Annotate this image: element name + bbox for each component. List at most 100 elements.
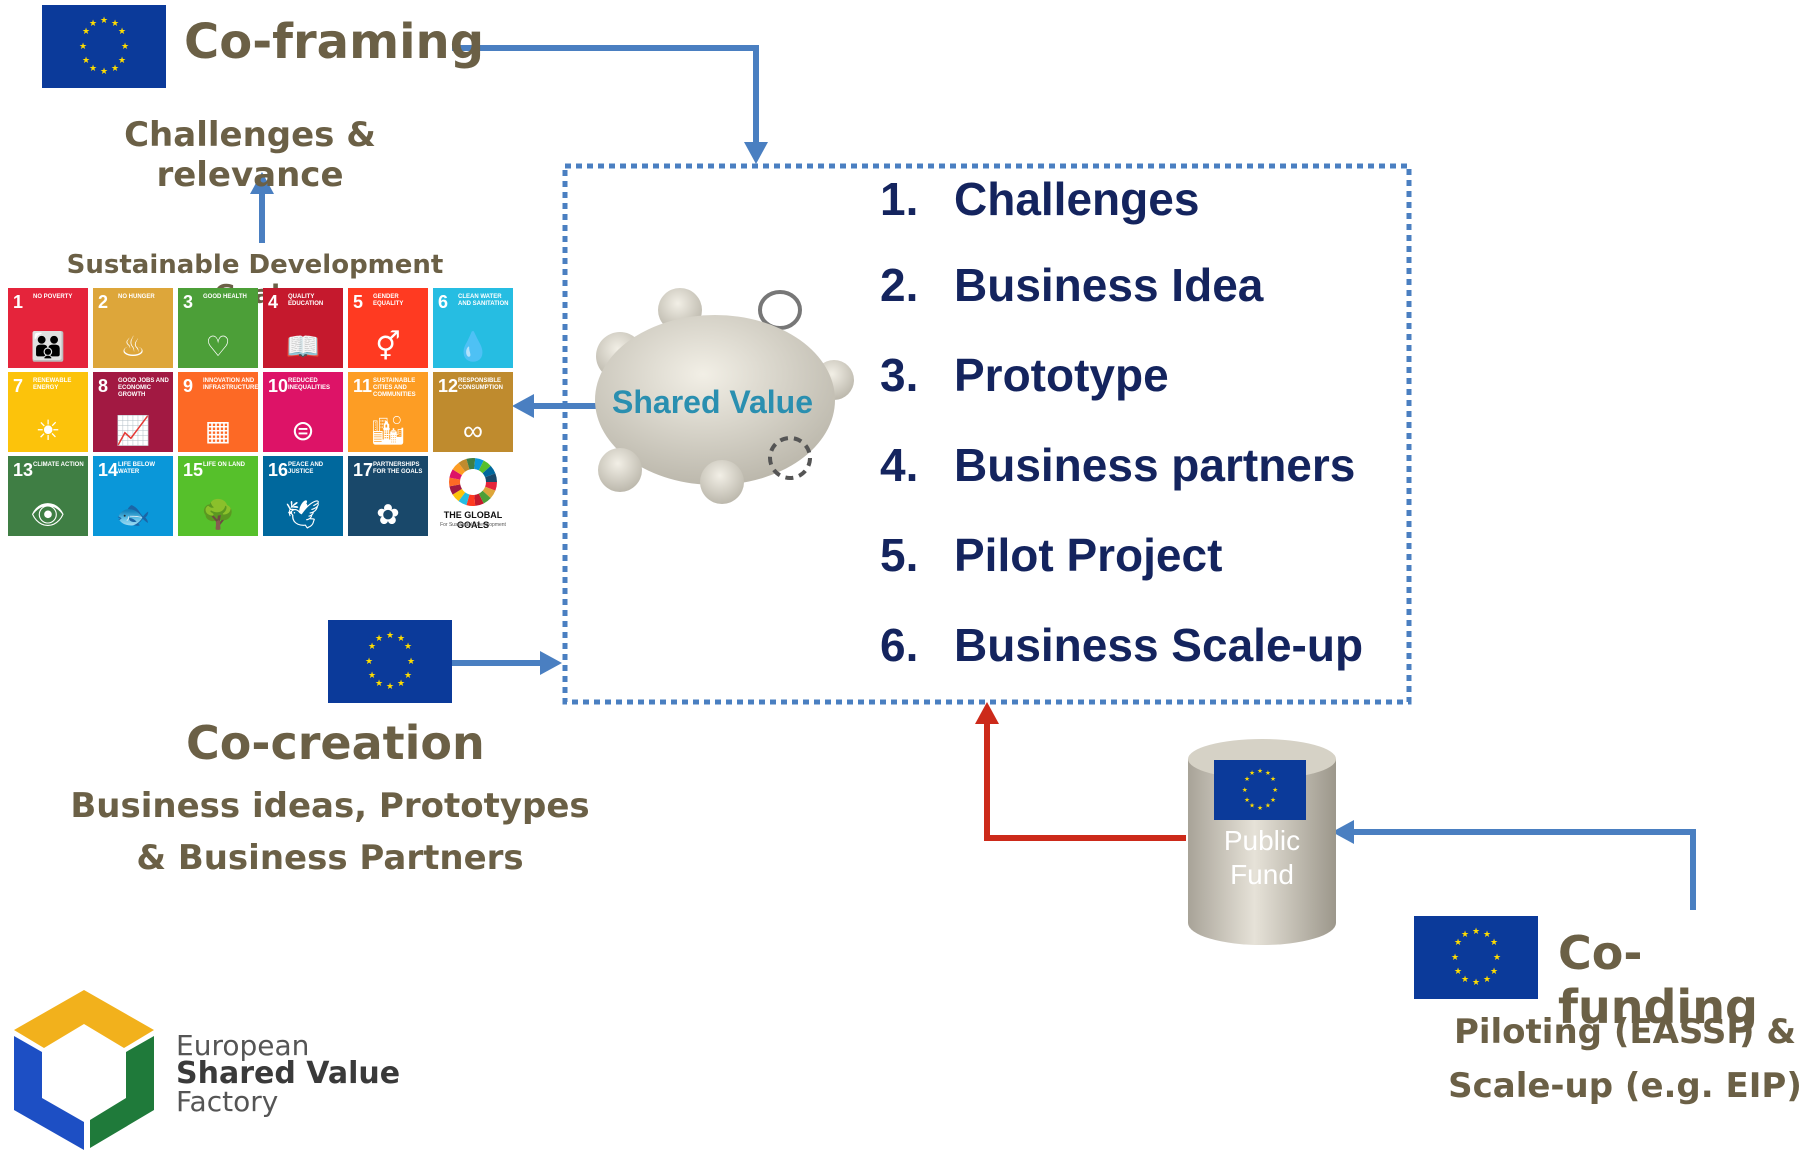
cofunding-subtitle-line2: Scale-up (e.g. EIP) [1448,1066,1802,1106]
sdg-number: 6 [438,292,449,312]
sdg-tile: 16Peace and justice🕊 [263,456,343,536]
sdg-number: 1 [13,292,24,312]
water-drop-icon: 💧 [455,331,491,362]
svg-text:★: ★ [1490,967,1498,977]
svg-text:★: ★ [118,56,126,66]
svg-text:★: ★ [89,64,97,74]
public-fund-line1: Public [1223,825,1301,856]
eu-flag-icon: ★★★★ ★★★★ ★★★★ [1214,760,1306,820]
svg-text:★: ★ [100,67,108,77]
sdg-tile: 4 Quality education 📖 [263,288,343,368]
sdg-name: Good health [203,294,247,300]
sdg-number: 14 [98,460,119,480]
svg-text:★: ★ [118,27,126,37]
family-icon: 👪 [30,331,66,362]
step-1: 1.Challenges [880,173,1200,225]
svg-text:★: ★ [1454,938,1462,948]
sdg-name: Innovation and infrastructure [203,378,258,391]
svg-text:★: ★ [386,631,394,641]
sdg-name: No poverty [33,294,73,300]
sdg-wheel-icon [449,458,497,506]
sdg-tile: 8Good jobs and economic growth📈 [93,372,173,452]
svg-text:★: ★ [100,16,108,26]
sdg-name: Gender equality [373,294,404,307]
svg-text:★: ★ [1472,978,1480,988]
sdg-number: 7 [13,376,24,396]
infinity-icon: ∞ [463,415,483,446]
sdg-name: Responsible consumption [458,378,503,391]
cocreation-subtitle-line2: & Business Partners [136,838,524,878]
cubes-icon: ▦ [204,415,232,446]
sdg-name: Life below water [118,462,155,475]
sdg-number: 15 [183,460,204,480]
svg-text:★: ★ [1454,967,1462,977]
sdg-tile: 13Climate action 👁 [8,456,88,536]
sdg-tile: 12Responsible consumption∞ [433,372,513,452]
svg-text:★: ★ [1270,775,1276,783]
svg-text:★: ★ [365,657,373,667]
dove-icon: 🕊 [285,499,321,530]
gender-icon: ⚥ [375,331,401,362]
book-icon: 📖 [285,331,321,362]
city-icon: 🏙 [370,415,406,446]
sdg-tile: 9 Innovation and infrastructure ▦ [178,372,258,452]
sdg-tile: 14Life below water 🐟 [93,456,173,536]
eye-icon: 👁 [30,499,66,530]
svg-text:★: ★ [1472,927,1480,937]
svg-text:★: ★ [89,19,97,29]
process-box [562,163,1412,705]
sdg-name: No hunger [118,294,155,300]
sdg-tile: 3Good health♡ [178,288,258,368]
sdg-name: Quality education [288,294,324,307]
svg-text:★: ★ [82,56,90,66]
svg-text:★: ★ [1451,953,1459,963]
sdg-name: Climate action [33,462,84,468]
svg-text:★: ★ [1483,975,1491,985]
sdg-number: 11 [353,376,373,396]
step-4: 4.Business partners [880,439,1356,491]
growth-chart-icon: 📈 [115,415,151,446]
flower-icon: ✿ [376,499,400,530]
sdg-number: 4 [268,292,279,312]
sdg-tile: 1 No poverty 👪 [8,288,88,368]
sdg-name: Partnerships for the goals [373,462,423,475]
step-2: 2.Business Idea [880,259,1264,311]
global-goals-label: THE GLOBAL GOALS [443,510,503,530]
sdg-number: 9 [183,376,194,396]
shared-value-blob [595,288,854,504]
arrow-head-challenges [250,172,274,194]
sdg-number: 10 [268,376,289,396]
sdg-name: Life on land [203,462,245,468]
svg-text:★: ★ [1461,975,1469,985]
sdg-name: Peace and justice [288,462,324,475]
step-6: 6.Business Scale-up [880,619,1364,671]
svg-text:★: ★ [1483,930,1491,940]
sdg-name: Sustainable cities and communities [373,378,416,398]
global-goals-sublabel: For Sustainable Development [440,522,506,528]
sdg-number: 13 [13,460,34,480]
sdg-tile: 2No hunger♨ [93,288,173,368]
arrow-head-cofunding [1332,820,1354,844]
arrow-head-coframing [744,142,768,164]
arrow-publicfund-to-box [984,720,1186,841]
svg-text:★: ★ [82,27,90,37]
sdg-number: 17 [353,460,374,480]
sdg-tile: 11Sustainable cities and communities 🏙 [348,372,428,452]
svg-text:★: ★ [1257,804,1263,812]
svg-text:★: ★ [386,682,394,692]
svg-text:★: ★ [368,671,376,681]
svg-text:★: ★ [1265,802,1271,810]
fish-icon: 🐟 [115,499,151,530]
sdg-number: 2 [98,292,109,312]
public-fund-line2: Fund [1230,859,1294,890]
sdg-name: Reduced inequalities [288,378,331,391]
svg-text:★: ★ [375,634,383,644]
svg-text:★: ★ [79,42,87,52]
step-3: 3.Prototype [880,349,1169,401]
cocreation-subtitle-line1: Business ideas, Prototypes [70,786,590,826]
coframing-subtitle: Challenges & relevance [124,115,376,195]
esvf-logo-icon [14,990,154,1150]
logo-line2: Shared Value [176,1056,401,1091]
cocreation-title: Co-creation [186,716,485,770]
